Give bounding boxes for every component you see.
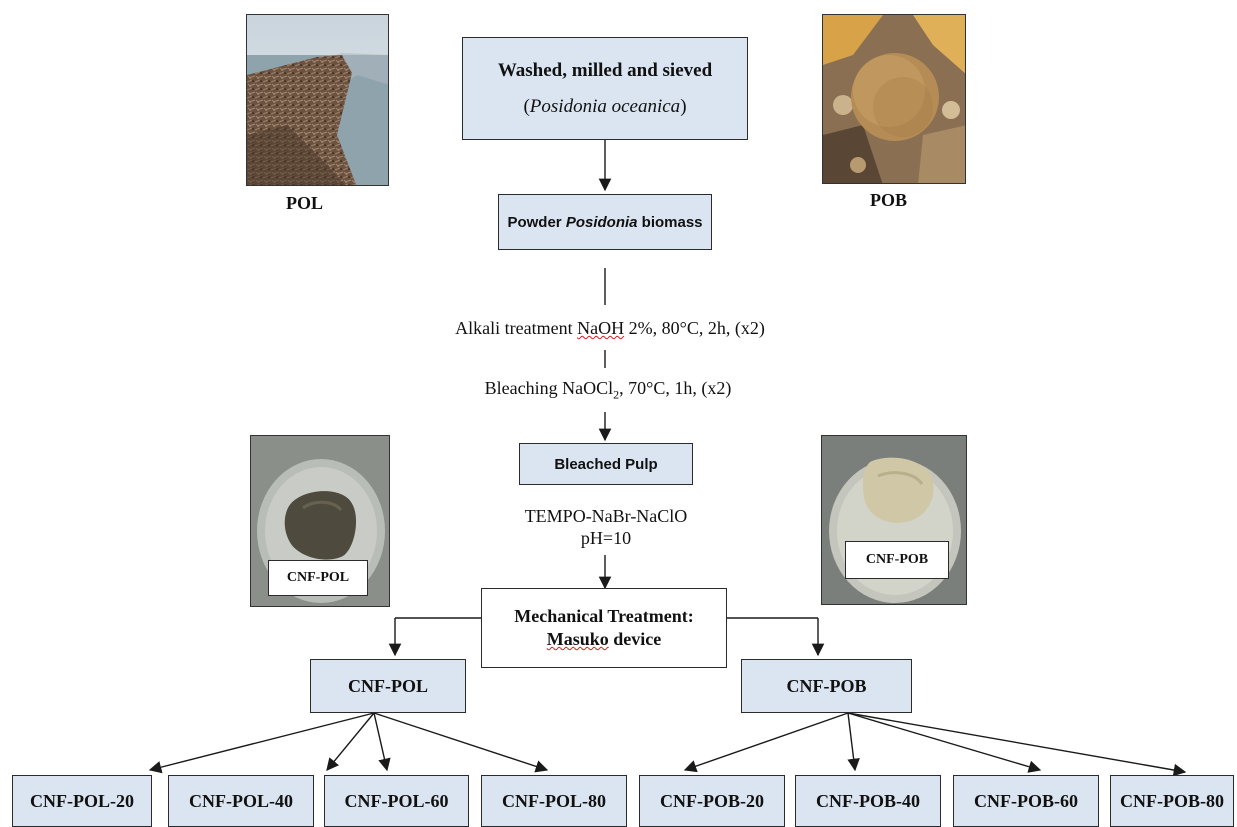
tempo-oxidation-text: TEMPO-NaBr-NaClO pH=10 bbox=[500, 505, 712, 549]
cnf-pol-photo-label-box: CNF-POL bbox=[268, 560, 368, 596]
bleaching-text: Bleaching NaOCl2, 70°C, 1h, (x2) bbox=[458, 378, 758, 403]
sample-box: CNF-POL-80 bbox=[481, 775, 627, 827]
arrow-pol-20 bbox=[148, 712, 375, 774]
pob-caption: POB bbox=[870, 190, 908, 210]
powder-italic: Posidonia bbox=[565, 213, 638, 231]
arrow-pob-60 bbox=[847, 712, 1042, 773]
arrow-pob-80 bbox=[847, 712, 1187, 777]
alkali-suffix: 2%, 80°C, 2h, (x2) bbox=[624, 318, 765, 338]
arrow-pob-40 bbox=[847, 712, 860, 772]
arrow-pol-80 bbox=[373, 712, 549, 773]
powder-prefix: Powder bbox=[507, 213, 566, 231]
sample-label: CNF-POB-60 bbox=[974, 790, 1078, 811]
arrow-pol-60 bbox=[373, 712, 391, 772]
bleach-suffix: , 70°C, 1h, (x2) bbox=[619, 378, 732, 398]
cnf-pob-photo-label: CNF-POB bbox=[865, 552, 929, 567]
sample-label: CNF-POB-20 bbox=[660, 790, 764, 811]
sample-box: CNF-POL-40 bbox=[168, 775, 314, 827]
cnf-pol-label: CNF-POL bbox=[348, 675, 428, 696]
seagrass-shore-image bbox=[247, 15, 388, 185]
bleach-sub: 2 bbox=[613, 387, 620, 402]
sample-box: CNF-POB-60 bbox=[953, 775, 1099, 827]
bleached-pulp-label: Bleached Pulp bbox=[554, 455, 658, 473]
sample-box: CNF-POL-60 bbox=[324, 775, 469, 827]
cnf-pol-photo-label: CNF-POL bbox=[286, 570, 350, 585]
posidonia-ball-image bbox=[823, 15, 965, 183]
washed-milled-sieved-label: Washed, milled and sieved bbox=[497, 59, 713, 81]
sample-label: CNF-POB-40 bbox=[816, 790, 920, 811]
cnf-pob-label: CNF-POB bbox=[786, 675, 867, 696]
sample-label: CNF-POB-80 bbox=[1120, 790, 1224, 811]
cnf-pob-box: CNF-POB bbox=[741, 659, 912, 713]
alkali-prefix: Alkali treatment bbox=[455, 318, 578, 338]
powder-suffix: biomass bbox=[637, 213, 703, 231]
bleached-pulp-box: Bleached Pulp bbox=[519, 443, 693, 485]
cnf-pol-box: CNF-POL bbox=[310, 659, 466, 713]
arrow-pol-40 bbox=[326, 712, 375, 771]
alkali-naoh: NaOH bbox=[577, 318, 625, 338]
pol-caption: POL bbox=[286, 193, 324, 213]
pol-photo bbox=[246, 14, 389, 186]
sample-label: CNF-POL-60 bbox=[344, 790, 449, 811]
sample-box: CNF-POB-40 bbox=[795, 775, 941, 827]
bleach-prefix: Bleaching NaOCl bbox=[484, 378, 614, 398]
masuko-word: Masuko bbox=[546, 629, 609, 649]
device-word: device bbox=[608, 629, 662, 649]
arrow-pob-20 bbox=[683, 712, 849, 773]
mechanical-treatment-label: Mechanical Treatment: bbox=[514, 606, 694, 626]
species-line: (Posidonia oceanica) bbox=[523, 95, 687, 117]
washed-milled-sieved-box: Washed, milled and sieved (Posidonia oce… bbox=[462, 37, 748, 140]
pob-photo bbox=[822, 14, 966, 184]
tempo-line2: pH=10 bbox=[580, 528, 632, 548]
powder-biomass-box: Powder Posidonia biomass bbox=[498, 194, 712, 250]
masuko-device-label: Masuko device bbox=[547, 629, 662, 650]
sample-box: CNF-POB-80 bbox=[1110, 775, 1234, 827]
species-name: Posidonia oceanica bbox=[529, 95, 681, 117]
cnf-pob-photo bbox=[821, 435, 967, 605]
cnf-pob-photo-label-box: CNF-POB bbox=[845, 541, 949, 579]
sample-label: CNF-POL-80 bbox=[502, 790, 606, 811]
sample-label: CNF-POL-40 bbox=[189, 790, 293, 811]
sample-box: CNF-POL-20 bbox=[12, 775, 152, 827]
sample-label: CNF-POL-20 bbox=[30, 790, 134, 811]
alkali-treatment-text: Alkali treatment NaOH 2%, 80°C, 2h, (x2) bbox=[445, 318, 775, 339]
tempo-line1: TEMPO-NaBr-NaClO bbox=[524, 506, 688, 526]
sample-box: CNF-POB-20 bbox=[639, 775, 785, 827]
cnf-pob-petri-image bbox=[822, 436, 966, 604]
powder-biomass-label: Powder Posidonia biomass bbox=[507, 214, 702, 231]
mechanical-treatment-box: Mechanical Treatment: Masuko device bbox=[481, 588, 727, 668]
